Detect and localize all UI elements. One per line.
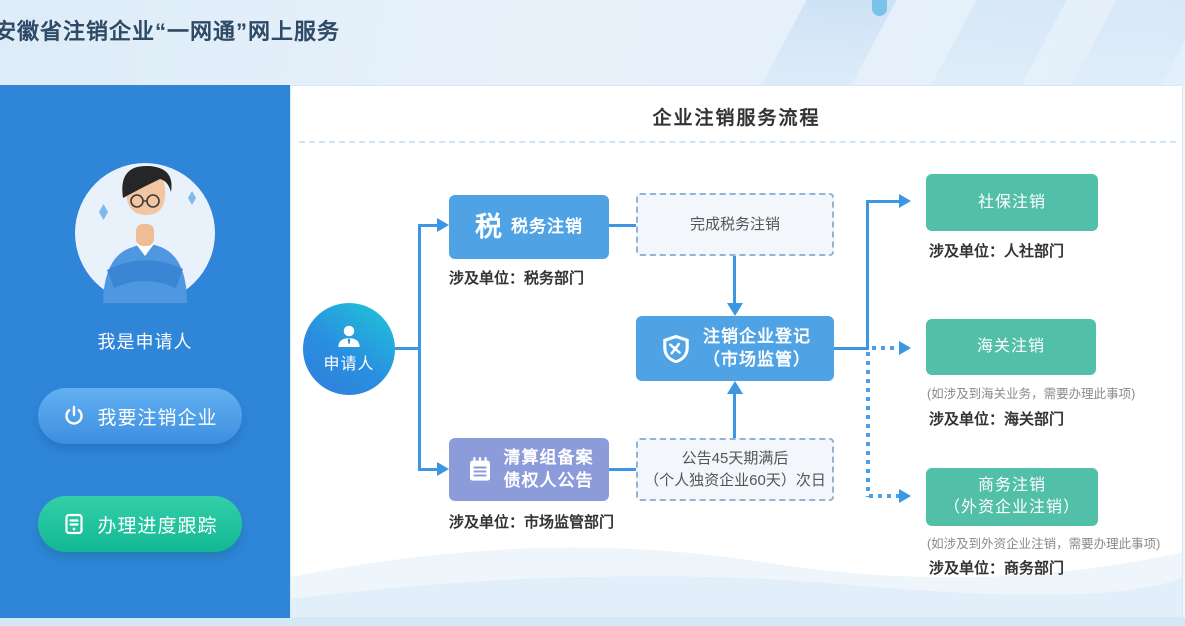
- header-decor-blob: [872, 0, 887, 16]
- social-unit-label: 涉及单位：人社部门: [929, 243, 1065, 260]
- site-title: 安徽省注销企业“一网通”网上服务: [0, 19, 341, 44]
- tax-icon: 税: [475, 211, 502, 242]
- liquidation-node: 清算组备案 债权人公告: [449, 438, 609, 501]
- tax-unit-label: 涉及单位：税务部门: [449, 270, 585, 287]
- power-icon: [65, 405, 84, 425]
- connector-announce-to-reg: [733, 394, 736, 438]
- liquidation-unit-label: 涉及单位：市场监管部门: [449, 514, 615, 531]
- connector-tax-to-done: [609, 224, 636, 227]
- arrow-announce-to-reg: [727, 381, 743, 394]
- person-icon: [338, 325, 360, 348]
- commerce-node: 商务注销 （外资企业注销）: [926, 468, 1098, 526]
- commerce-note: (如涉及到外资企业注销，需要办理此事项): [927, 537, 1161, 551]
- commerce-unit-label: 涉及单位：商务部门: [929, 560, 1065, 577]
- connector-to-liquidation: [418, 468, 438, 471]
- customs-unit-label: 涉及单位：海关部门: [929, 411, 1065, 428]
- arrow-to-social: [899, 194, 911, 208]
- connector-reg-right: [834, 347, 869, 350]
- applicant-label: 申请人: [323, 356, 375, 374]
- registration-node-label: 注销企业登记 （市场监管）: [703, 326, 811, 369]
- arrow-to-customs: [899, 341, 911, 355]
- progress-doc-icon: [65, 513, 84, 535]
- tax-done-label: 完成税务注销: [689, 215, 780, 233]
- applicant-node: 申请人: [303, 303, 395, 395]
- flow-panel: 企业注销服务流程: [290, 85, 1183, 618]
- connector-left-branch: [418, 225, 421, 471]
- customs-note: (如涉及到海关业务，需要办理此事项): [927, 387, 1136, 401]
- dotted-connector-to-customs: [872, 346, 900, 350]
- connector-to-social: [866, 200, 900, 203]
- notepad-icon: [469, 456, 490, 481]
- dotted-connector-right-down: [866, 352, 870, 497]
- commerce-node-label: 商务注销 （外资企业注销）: [943, 476, 1080, 516]
- announcement-label: 公告45天期满后 （个人独资企业60天）次日: [644, 449, 826, 489]
- tax-deregistration-node: 税 税务注销: [449, 195, 609, 259]
- progress-tracking-button[interactable]: 办理进度跟踪: [38, 496, 242, 552]
- page-bottom-strip: [0, 618, 1185, 626]
- tax-done-step: 完成税务注销: [636, 193, 834, 256]
- registration-node: 注销企业登记 （市场监管）: [636, 316, 834, 381]
- connector-done-to-reg: [733, 256, 736, 304]
- header-decor-streak: [912, 0, 1078, 85]
- tax-node-label: 税务注销: [511, 216, 583, 236]
- connector-applicant: [395, 347, 421, 350]
- header-decor-streak: [1052, 0, 1185, 85]
- arrow-to-commerce: [899, 489, 911, 503]
- track-button-label: 办理进度跟踪: [97, 515, 218, 537]
- applicant-illustration: [75, 163, 215, 303]
- connector-to-tax: [418, 224, 438, 227]
- deregister-button-label: 我要注销企业: [97, 407, 218, 429]
- announcement-step: 公告45天期满后 （个人独资企业60天）次日: [636, 438, 834, 501]
- flow-title: 企业注销服务流程: [652, 108, 821, 129]
- market-supervision-shield-icon: [663, 334, 689, 363]
- sidebar: 我是申请人 我要注销企业 办理进度跟踪: [0, 85, 290, 618]
- deregister-enterprise-button[interactable]: 我要注销企业: [38, 388, 242, 444]
- connector-right-up: [866, 200, 869, 350]
- liquidation-node-label: 清算组备案 债权人公告: [503, 447, 594, 490]
- social-security-node: 社保注销: [926, 174, 1098, 231]
- arrow-to-liquidation: [437, 462, 449, 476]
- title-separator: [299, 141, 1176, 143]
- page-header: 安徽省注销企业“一网通”网上服务: [0, 0, 1185, 85]
- arrow-to-tax: [437, 218, 449, 232]
- arrow-done-to-reg: [727, 303, 743, 316]
- customs-node: 海关注销: [926, 319, 1096, 375]
- dotted-connector-to-commerce: [869, 494, 900, 498]
- connector-liq-to-announce: [609, 468, 636, 471]
- customs-node-label: 海关注销: [976, 338, 1045, 356]
- role-label: 我是申请人: [97, 332, 193, 352]
- social-node-label: 社保注销: [977, 193, 1046, 211]
